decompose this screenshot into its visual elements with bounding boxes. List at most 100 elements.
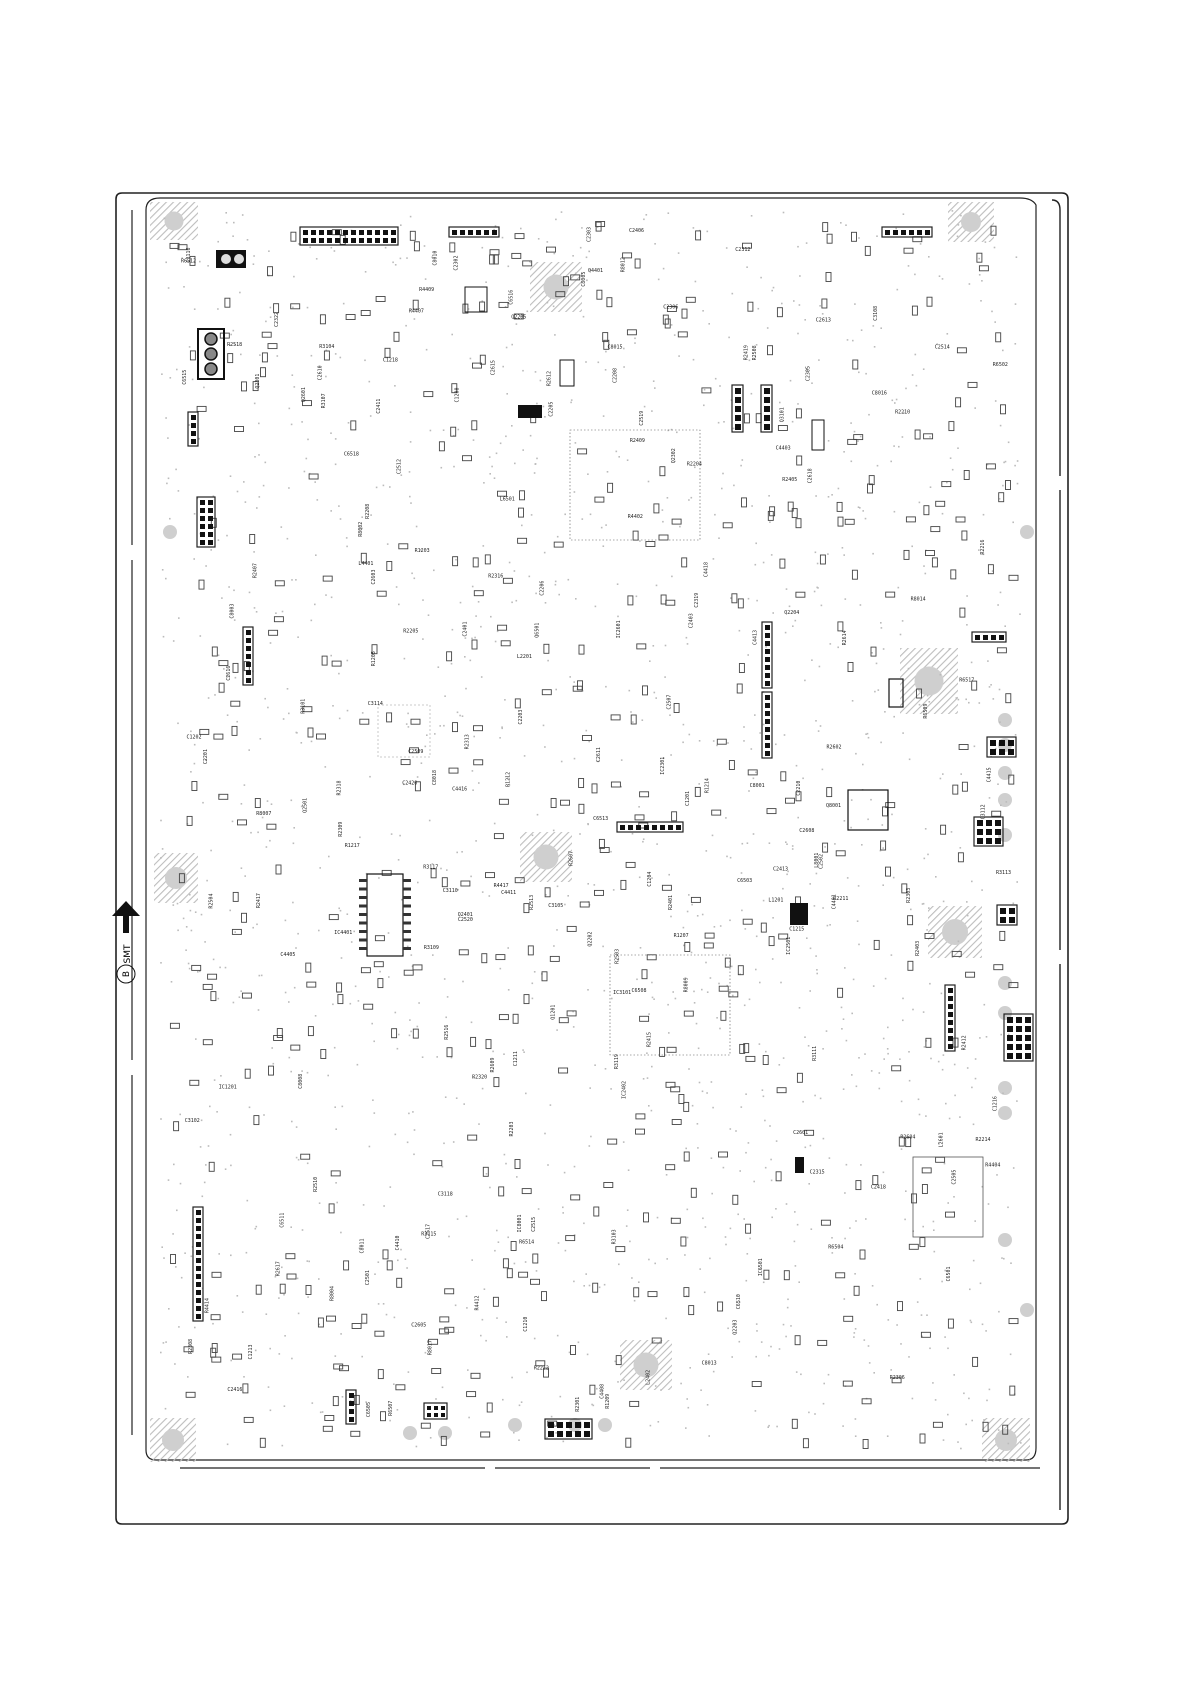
test-point-dot bbox=[181, 257, 183, 259]
test-point-dot bbox=[907, 265, 910, 267]
test-point-dot bbox=[898, 445, 900, 448]
test-point-dot bbox=[389, 1419, 391, 1422]
test-point-dot bbox=[941, 1280, 943, 1283]
test-point-dot bbox=[827, 440, 830, 442]
test-point-dot bbox=[217, 240, 219, 243]
smd-pad bbox=[635, 1128, 645, 1135]
test-point-dot bbox=[842, 1088, 845, 1090]
smd-pad bbox=[485, 1039, 492, 1050]
test-point-dot bbox=[878, 1072, 881, 1074]
test-point-dot bbox=[230, 333, 232, 336]
via-hole bbox=[438, 1426, 452, 1440]
test-point-dot bbox=[413, 1153, 415, 1156]
smd-pad bbox=[374, 935, 385, 942]
test-point-dot bbox=[871, 1285, 874, 1287]
test-point-dot bbox=[729, 1227, 732, 1230]
smd-pad bbox=[931, 557, 938, 568]
test-point-dot bbox=[564, 1249, 567, 1252]
test-point-dot bbox=[456, 851, 458, 854]
smd-pad bbox=[333, 1363, 344, 1370]
smd-pad bbox=[837, 987, 844, 998]
test-point-dot bbox=[481, 246, 484, 249]
direction-arrow-icon bbox=[112, 901, 140, 933]
smd-pad bbox=[795, 591, 806, 598]
test-point-dot bbox=[963, 1392, 965, 1395]
smd-pad bbox=[695, 230, 702, 241]
test-point-dot bbox=[740, 464, 742, 467]
test-point-dot bbox=[318, 929, 320, 932]
test-point-dot bbox=[853, 430, 856, 433]
test-point-dot bbox=[496, 1317, 498, 1319]
test-point-dot bbox=[685, 1295, 688, 1297]
smd-pad bbox=[961, 781, 968, 792]
test-point-dot bbox=[982, 513, 985, 516]
smd-pad bbox=[350, 1430, 361, 1437]
header-pin bbox=[196, 1218, 201, 1223]
header-pin bbox=[765, 727, 770, 732]
test-point-dot bbox=[596, 1387, 598, 1390]
connector-header bbox=[448, 226, 500, 238]
test-point-dot bbox=[522, 369, 524, 372]
component-reference-label: C2302 bbox=[454, 256, 460, 271]
test-point-dot bbox=[516, 1176, 518, 1178]
test-point-dot bbox=[554, 334, 556, 336]
test-point-dot bbox=[891, 813, 893, 816]
test-point-dot bbox=[585, 729, 588, 732]
test-point-dot bbox=[921, 1335, 923, 1338]
test-point-dot bbox=[907, 667, 910, 670]
test-point-dot bbox=[822, 1048, 824, 1050]
test-point-dot bbox=[865, 733, 867, 735]
test-point-dot bbox=[620, 759, 623, 761]
test-point-dot bbox=[434, 733, 436, 735]
smd-pad bbox=[227, 353, 234, 364]
test-point-dot bbox=[518, 1404, 521, 1407]
test-point-dot bbox=[743, 726, 745, 728]
test-point-dot bbox=[589, 269, 591, 271]
test-point-dot bbox=[880, 327, 882, 329]
test-point-dot bbox=[688, 499, 690, 501]
test-point-dot bbox=[167, 437, 169, 439]
test-point-dot bbox=[823, 1382, 825, 1385]
test-point-dot bbox=[553, 252, 556, 255]
test-point-dot bbox=[268, 250, 270, 252]
header-pin bbox=[764, 424, 770, 430]
test-point-dot bbox=[1019, 613, 1021, 615]
smd-pad bbox=[947, 1318, 954, 1329]
test-point-dot bbox=[244, 501, 247, 503]
test-point-dot bbox=[533, 1337, 536, 1340]
smd-pad bbox=[409, 230, 416, 241]
test-point-dot bbox=[712, 740, 715, 742]
component-reference-label: C2303 bbox=[587, 227, 593, 242]
test-point-dot bbox=[746, 1253, 749, 1255]
ic-pin bbox=[403, 896, 411, 899]
test-point-dot bbox=[530, 514, 533, 516]
smd-pad bbox=[701, 387, 712, 394]
test-point-dot bbox=[944, 1269, 946, 1272]
test-point-dot bbox=[947, 1413, 949, 1416]
smd-pad bbox=[391, 1028, 398, 1039]
test-point-dot bbox=[911, 1397, 914, 1400]
test-point-dot bbox=[998, 688, 1001, 691]
test-point-dot bbox=[725, 247, 728, 249]
component-reference-label: C2610 bbox=[317, 365, 323, 380]
test-point-dot bbox=[423, 245, 426, 247]
smd-pad bbox=[579, 901, 590, 908]
smd-pad bbox=[396, 1277, 403, 1288]
header-pin bbox=[660, 825, 665, 830]
component-reference-label: R4404 bbox=[985, 1163, 1000, 1169]
test-point-dot bbox=[200, 1119, 203, 1122]
test-point-dot bbox=[969, 1319, 972, 1322]
smd-pad bbox=[795, 408, 802, 419]
header-pin bbox=[200, 540, 205, 545]
header-pin bbox=[200, 524, 205, 529]
connector-header bbox=[760, 384, 773, 433]
component-reference-label: C2509 bbox=[408, 749, 423, 755]
component-reference-label: C2520 bbox=[458, 917, 473, 923]
test-point-dot bbox=[315, 258, 318, 260]
smd-pad bbox=[373, 961, 384, 968]
smd-pad bbox=[210, 1347, 217, 1358]
test-point-dot bbox=[770, 554, 773, 556]
smd-pad bbox=[211, 1356, 222, 1363]
test-point-dot bbox=[562, 1206, 564, 1209]
test-point-dot bbox=[544, 746, 546, 748]
